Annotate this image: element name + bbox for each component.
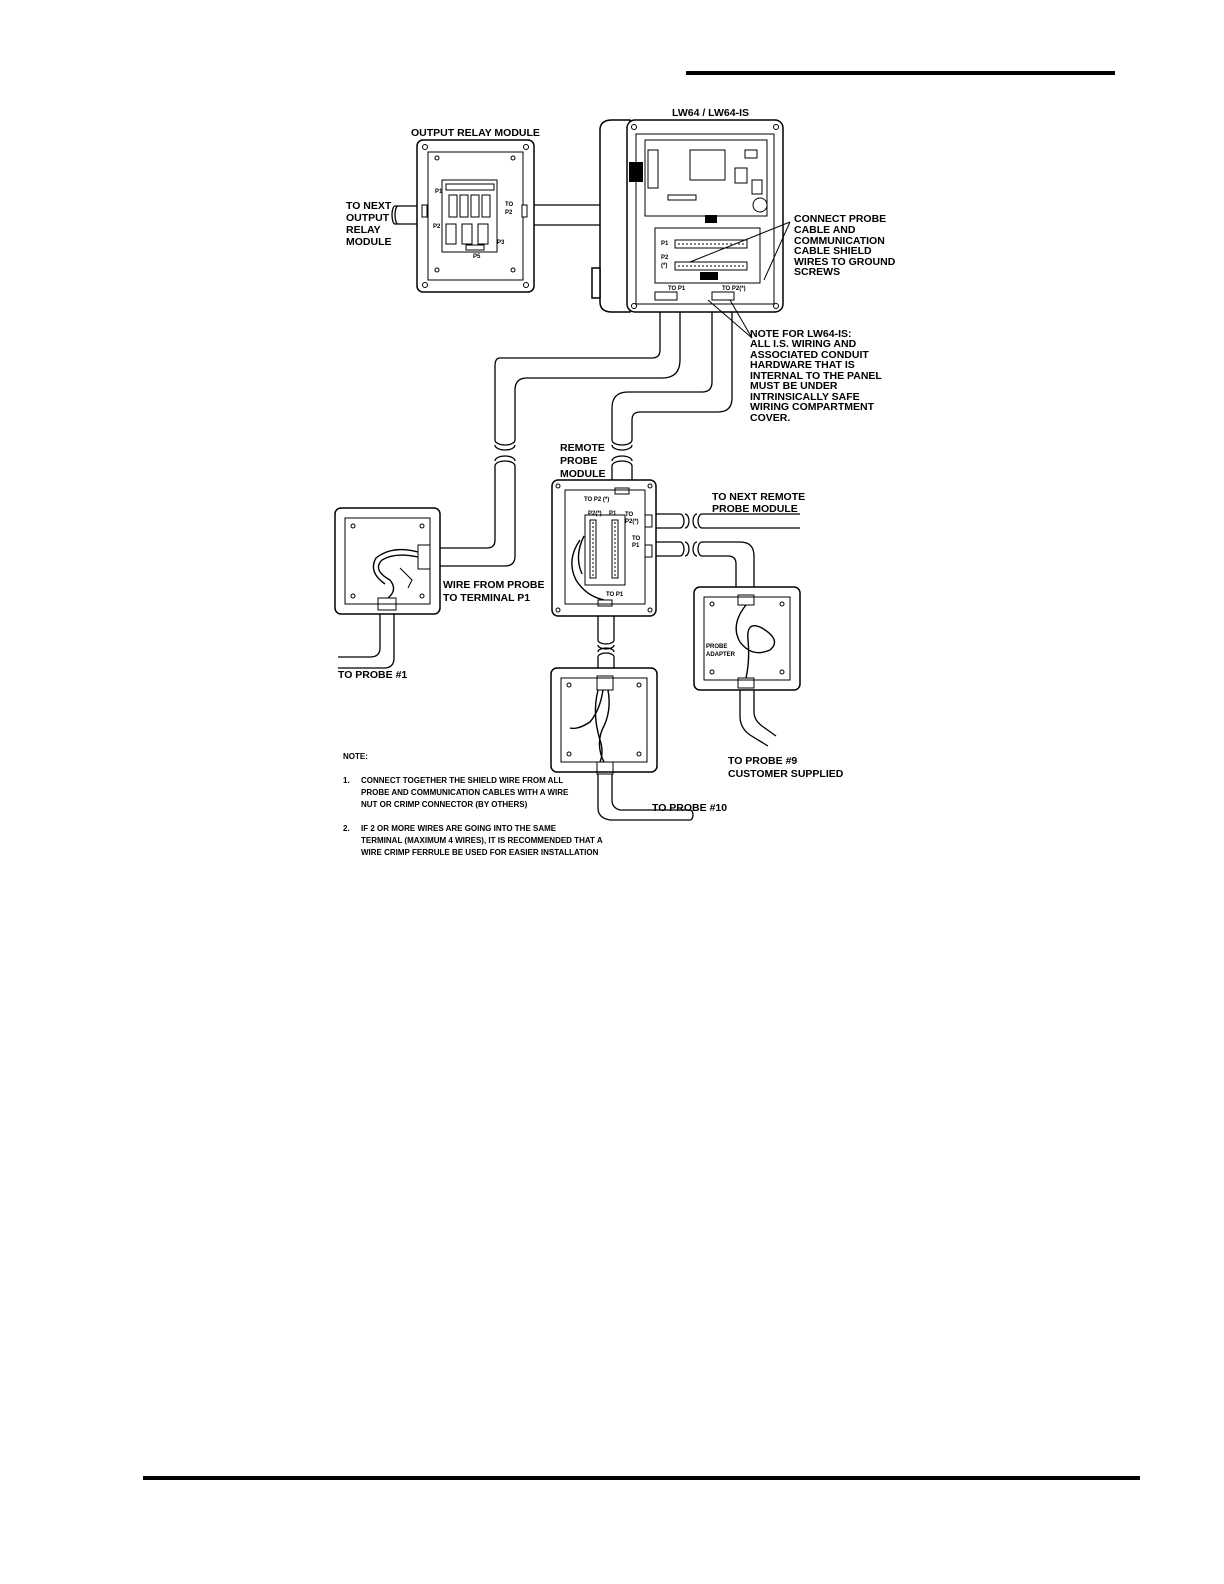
- remote-probe-module-label: REMOTE PROBE MODULE: [560, 442, 606, 480]
- svg-text:CONNECT PROBE: CONNECT PROBE: [794, 213, 886, 225]
- conduit-to-probe-10: [597, 616, 615, 668]
- svg-text:INTERNAL TO THE PANEL: INTERNAL TO THE PANEL: [750, 370, 882, 382]
- wire-from-probe-label: WIRE FROM PROBE TO TERMINAL P1: [443, 579, 545, 604]
- rpm-to-p2-label: TO P2 (*): [584, 497, 609, 503]
- note-is-label: NOTE FOR LW64-IS: ALL I.S. WIRING AND AS…: [750, 328, 882, 424]
- svg-text:TERMINAL (MAXIMUM 4 WIRES), IT: TERMINAL (MAXIMUM 4 WIRES), IT IS RECOMM…: [361, 836, 603, 845]
- probe-9-junction-box: [693, 586, 801, 747]
- svg-text:PROBE: PROBE: [560, 455, 597, 467]
- svg-text:MUST BE UNDER: MUST BE UNDER: [750, 380, 838, 392]
- svg-text:WIRE CRIMP FERRULE BE USED FOR: WIRE CRIMP FERRULE BE USED FOR EASIER IN…: [361, 848, 599, 857]
- to-next-remote-label: TO NEXT REMOTE PROBE MODULE: [712, 491, 805, 515]
- svg-text:COMMUNICATION: COMMUNICATION: [794, 235, 885, 247]
- conduit-to-remote-probe-module: [611, 312, 733, 480]
- relay-to-controller-conduit: [534, 204, 600, 226]
- rpm-to-p1-side-1: TO: [632, 536, 641, 542]
- svg-text:ASSOCIATED CONDUIT: ASSOCIATED CONDUIT: [750, 349, 869, 361]
- svg-text:OUTPUT: OUTPUT: [346, 212, 390, 224]
- svg-text:MODULE: MODULE: [346, 236, 392, 248]
- connect-probe-label: CONNECT PROBE CABLE AND COMMUNICATION CA…: [794, 213, 896, 278]
- svg-text:WIRE FROM PROBE: WIRE FROM PROBE: [443, 579, 545, 591]
- svg-text:TO NEXT REMOTE: TO NEXT REMOTE: [712, 491, 805, 503]
- header-rule: [686, 71, 1115, 75]
- conduit-to-probe-9: [656, 541, 755, 588]
- note-2: 2. IF 2 OR MORE WIRES ARE GOING INTO THE…: [343, 824, 603, 857]
- conduit-to-probe-1: [440, 312, 681, 567]
- probe-1-junction-box: [334, 507, 441, 669]
- svg-text:SCREWS: SCREWS: [794, 266, 840, 278]
- controller-to-p1-label: TO P1: [668, 286, 686, 292]
- to-next-relay-conduit: [391, 205, 417, 225]
- probe-adapter-label-1: PROBE: [706, 644, 727, 650]
- svg-text:NOTE FOR LW64-IS:: NOTE FOR LW64-IS:: [750, 328, 852, 340]
- relay-p1-label: P1: [435, 189, 443, 195]
- svg-text:NUT OR CRIMP CONNECTOR (BY OTH: NUT OR CRIMP CONNECTOR (BY OTHERS): [361, 800, 528, 809]
- remote-probe-module: [551, 479, 657, 617]
- svg-text:COVER.: COVER.: [750, 412, 790, 424]
- svg-text:HARDWARE THAT IS: HARDWARE THAT IS: [750, 359, 855, 371]
- svg-text:PROBE MODULE: PROBE MODULE: [712, 503, 798, 515]
- relay-p3-label: P3: [497, 240, 505, 246]
- svg-text:CABLE AND: CABLE AND: [794, 224, 856, 236]
- to-next-remote-conduit: [656, 513, 800, 529]
- svg-text:MODULE: MODULE: [560, 468, 606, 480]
- svg-text:TO TERMINAL P1: TO TERMINAL P1: [443, 592, 530, 604]
- to-probe-1-label: TO PROBE #1: [338, 669, 407, 681]
- probe-10-junction-box: [550, 667, 694, 821]
- svg-text:ALL I.S. WIRING AND: ALL I.S. WIRING AND: [750, 338, 857, 350]
- svg-text:CONNECT TOGETHER THE SHIELD WI: CONNECT TOGETHER THE SHIELD WIRE FROM AL…: [361, 776, 563, 785]
- svg-text:TO NEXT: TO NEXT: [346, 200, 392, 212]
- svg-text:REMOTE: REMOTE: [560, 442, 605, 454]
- footer-rule: [143, 1476, 1140, 1480]
- relay-to-p2-label-1: TO: [505, 202, 514, 208]
- rpm-to-p2-side-1: TO: [625, 512, 634, 518]
- svg-text:RELAY: RELAY: [346, 224, 381, 236]
- svg-text:1.: 1.: [343, 776, 350, 785]
- rpm-to-p1-side-2: P1: [632, 543, 640, 549]
- lw64-controller-enclosure: [591, 119, 791, 339]
- svg-text:CABLE SHIELD: CABLE SHIELD: [794, 245, 872, 257]
- svg-text:INTRINSICALLY SAFE: INTRINSICALLY SAFE: [750, 391, 860, 403]
- to-next-relay-label: TO NEXT OUTPUT RELAY MODULE: [346, 200, 392, 248]
- svg-text:TO PROBE #9: TO PROBE #9: [728, 755, 797, 767]
- svg-text:2.: 2.: [343, 824, 350, 833]
- svg-text:IF 2 OR MORE WIRES ARE GOING I: IF 2 OR MORE WIRES ARE GOING INTO THE SA…: [361, 824, 557, 833]
- relay-p5-label: P5: [473, 254, 481, 260]
- svg-text:WIRING COMPARTMENT: WIRING COMPARTMENT: [750, 401, 875, 413]
- controller-title: LW64 / LW64-IS: [672, 107, 749, 119]
- relay-to-p2-label-2: P2: [505, 210, 513, 216]
- to-probe-10-label: TO PROBE #10: [652, 802, 727, 814]
- rpm-p1-label: P1: [609, 511, 617, 517]
- note-1: 1. CONNECT TOGETHER THE SHIELD WIRE FROM…: [343, 776, 569, 809]
- svg-text:WIRES TO GROUND: WIRES TO GROUND: [794, 256, 896, 268]
- rpm-to-p2-side-2: P2(*): [625, 519, 639, 525]
- controller-to-p2-label: TO P2(*): [722, 286, 746, 292]
- rpm-to-p1-bottom-label: TO P1: [606, 592, 624, 598]
- controller-p1-label: P1: [661, 241, 669, 247]
- controller-p2-label-1: P2: [661, 255, 669, 261]
- note-heading: NOTE:: [343, 752, 368, 761]
- rpm-p2-label: P2(*): [588, 511, 602, 517]
- to-probe-9-label: TO PROBE #9 CUSTOMER SUPPLIED: [728, 755, 844, 780]
- svg-text:CUSTOMER SUPPLIED: CUSTOMER SUPPLIED: [728, 768, 844, 780]
- output-relay-module: [416, 139, 535, 293]
- controller-p2-label-2: (*): [661, 263, 667, 269]
- relay-p2-label: P2: [433, 224, 441, 230]
- probe-adapter-label-2: ADAPTER: [706, 652, 736, 658]
- relay-module-title: OUTPUT RELAY MODULE: [411, 127, 540, 139]
- svg-text:PROBE AND COMMUNICATION CABLES: PROBE AND COMMUNICATION CABLES WITH A WI…: [361, 788, 569, 797]
